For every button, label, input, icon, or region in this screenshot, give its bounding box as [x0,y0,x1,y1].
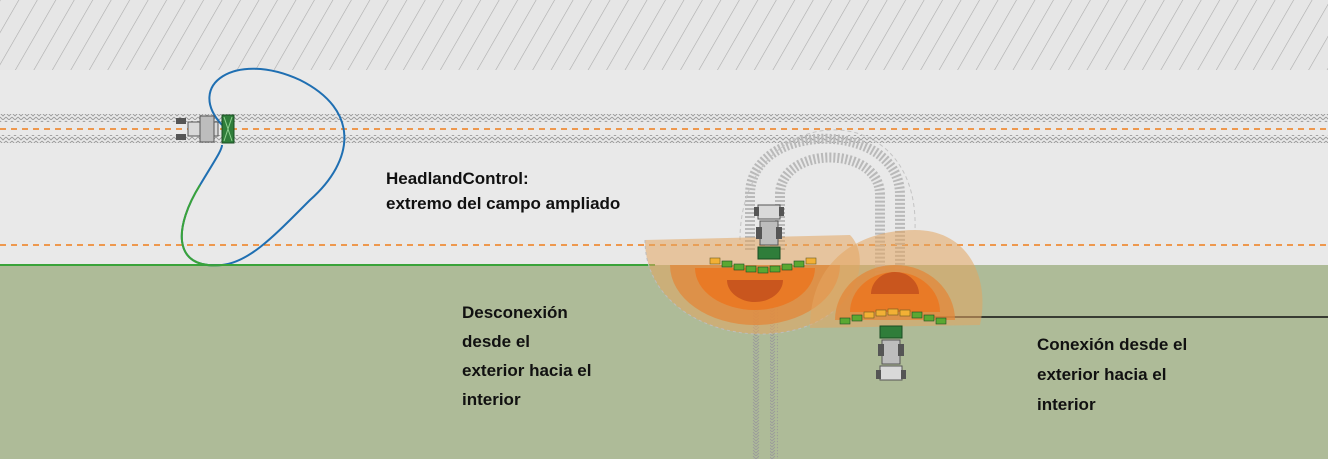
uturn-track-outer [745,133,905,280]
disconnect-label-line: desde el [462,332,531,351]
field-tread-right [770,275,778,459]
disconnect-label: Desconexión desde el exterior hacia el i… [462,298,591,414]
field-zone [0,265,1328,459]
headland-label-line: extremo del campo ampliado [386,194,621,213]
connect-label-line: exterior hacia el [1037,365,1167,384]
disconnect-label-line: Desconexión [462,303,568,322]
connect-label-line: interior [1037,395,1096,414]
headland-label-line: HeadlandControl: [386,169,529,188]
headland-control-label: HeadlandControl: extremo del campo ampli… [386,166,620,216]
coverage-connect [810,230,983,328]
field-tread-left [752,275,760,459]
tread-track-upper [0,114,1328,122]
turn-path-green [180,184,260,267]
uturn-track-inner [775,152,885,280]
disconnect-label-line: interior [462,390,521,409]
disconnect-label-line: exterior hacia el [462,361,592,380]
connect-label-line: Conexión desde el [1037,335,1188,354]
tread-track-lower [0,135,1328,143]
tractor-turning [754,204,784,260]
boom-disconnect [709,257,817,274]
headland-zone [0,70,1328,266]
connect-label: Conexión desde el exterior hacia el inte… [1037,330,1187,420]
tractor-entering [876,325,906,381]
tractor-headland [176,114,235,144]
boom-connect [839,308,947,325]
